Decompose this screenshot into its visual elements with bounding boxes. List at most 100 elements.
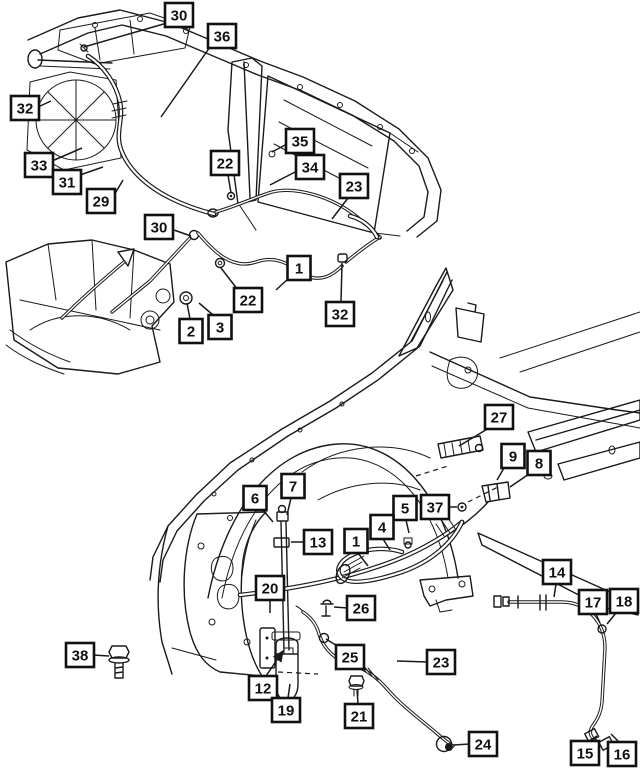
callout-32[interactable]: 32 xyxy=(9,94,41,122)
callout-19[interactable]: 19 xyxy=(270,696,302,724)
callout-26[interactable]: 26 xyxy=(345,594,377,622)
callout-3[interactable]: 3 xyxy=(207,313,233,341)
callout-box[interactable] xyxy=(23,151,55,179)
callout-box[interactable] xyxy=(343,527,369,555)
leader-line-9 xyxy=(496,467,505,481)
callout-5[interactable]: 5 xyxy=(392,494,418,522)
callout-box[interactable] xyxy=(143,213,175,241)
callout-1[interactable]: 1 xyxy=(343,527,369,555)
callout-box[interactable] xyxy=(569,739,601,767)
callout-33[interactable]: 33 xyxy=(23,151,55,179)
callout-box[interactable] xyxy=(526,449,552,477)
callout-box[interactable] xyxy=(286,254,312,282)
callout-box[interactable] xyxy=(467,730,499,758)
callout-box[interactable] xyxy=(51,168,83,196)
callout-number: 29 xyxy=(93,194,110,211)
callout-34[interactable]: 34 xyxy=(294,153,326,181)
callout-7[interactable]: 7 xyxy=(280,472,306,500)
callout-box[interactable] xyxy=(207,313,233,341)
callout-box[interactable] xyxy=(294,153,326,181)
leader-line-1 xyxy=(357,552,369,567)
callout-number: 15 xyxy=(577,746,594,763)
callout-box[interactable] xyxy=(178,317,204,345)
callout-30[interactable]: 30 xyxy=(143,213,175,241)
callout-18[interactable]: 18 xyxy=(608,587,640,615)
callout-box[interactable] xyxy=(577,588,609,616)
callout-35[interactable]: 35 xyxy=(284,127,316,155)
callout-13[interactable]: 13 xyxy=(302,528,334,556)
callout-box[interactable] xyxy=(606,740,638,768)
callout-4[interactable]: 4 xyxy=(369,513,395,541)
callout-14[interactable]: 14 xyxy=(541,558,573,586)
callout-box[interactable] xyxy=(254,574,286,602)
callout-2[interactable]: 2 xyxy=(178,317,204,345)
callout-box[interactable] xyxy=(284,127,316,155)
callout-number: 1 xyxy=(295,261,303,278)
callout-box[interactable] xyxy=(280,472,306,500)
leader-line-22 xyxy=(220,267,239,291)
callout-box[interactable] xyxy=(232,286,264,314)
callout-box[interactable] xyxy=(541,558,573,586)
callout-number: 14 xyxy=(549,565,566,582)
callout-22[interactable]: 22 xyxy=(232,286,264,314)
callout-box[interactable] xyxy=(369,513,395,541)
callout-box[interactable] xyxy=(500,442,526,470)
callout-24[interactable]: 24 xyxy=(467,730,499,758)
callout-number: 4 xyxy=(378,520,387,537)
callout-box[interactable] xyxy=(419,493,451,521)
leader-line-35 xyxy=(271,143,288,153)
callout-box[interactable] xyxy=(85,187,117,215)
callout-29[interactable]: 29 xyxy=(85,187,117,215)
callout-31[interactable]: 31 xyxy=(51,168,83,196)
callout-23[interactable]: 23 xyxy=(338,172,370,200)
callout-9[interactable]: 9 xyxy=(500,442,526,470)
callout-21[interactable]: 21 xyxy=(343,702,375,730)
callout-16[interactable]: 16 xyxy=(606,740,638,768)
callout-25[interactable]: 25 xyxy=(334,643,366,671)
callout-box[interactable] xyxy=(392,494,418,522)
callout-box[interactable] xyxy=(334,643,366,671)
leader-line-23 xyxy=(331,197,349,220)
callout-box[interactable] xyxy=(345,594,377,622)
callout-box[interactable] xyxy=(242,484,268,512)
callout-15[interactable]: 15 xyxy=(569,739,601,767)
callout-box[interactable] xyxy=(338,172,370,200)
leader-line-7 xyxy=(286,497,292,516)
callout-6[interactable]: 6 xyxy=(242,484,268,512)
callout-number: 27 xyxy=(491,410,508,427)
callout-30[interactable]: 30 xyxy=(163,1,195,29)
callout-box[interactable] xyxy=(302,528,334,556)
callout-box[interactable] xyxy=(608,587,640,615)
callout-17[interactable]: 17 xyxy=(577,588,609,616)
callout-box[interactable] xyxy=(247,674,279,702)
callout-box[interactable] xyxy=(483,403,515,431)
callout-22[interactable]: 22 xyxy=(209,149,241,177)
leader-line-27 xyxy=(458,427,490,447)
callout-36[interactable]: 36 xyxy=(206,22,238,50)
callout-32[interactable]: 32 xyxy=(324,300,356,328)
leader-line-8 xyxy=(509,473,530,488)
callout-box[interactable] xyxy=(209,149,241,177)
callout-38[interactable]: 38 xyxy=(64,641,96,669)
callout-box[interactable] xyxy=(343,702,375,730)
callout-box[interactable] xyxy=(163,1,195,29)
callout-box[interactable] xyxy=(64,641,96,669)
callout-box[interactable] xyxy=(270,696,302,724)
callout-box[interactable] xyxy=(206,22,238,50)
callout-23[interactable]: 23 xyxy=(425,648,457,676)
callout-20[interactable]: 20 xyxy=(254,574,286,602)
callout-box[interactable] xyxy=(324,300,356,328)
leader-line-26 xyxy=(333,606,349,609)
callout-box[interactable] xyxy=(425,648,457,676)
callout-27[interactable]: 27 xyxy=(483,403,515,431)
callout-8[interactable]: 8 xyxy=(526,449,552,477)
callout-number: 24 xyxy=(475,737,492,754)
callout-1[interactable]: 1 xyxy=(286,254,312,282)
callout-number: 26 xyxy=(353,601,370,618)
callout-box[interactable] xyxy=(9,94,41,122)
callout-number: 21 xyxy=(351,709,368,726)
callout-37[interactable]: 37 xyxy=(419,493,451,521)
callout-12[interactable]: 12 xyxy=(247,674,279,702)
